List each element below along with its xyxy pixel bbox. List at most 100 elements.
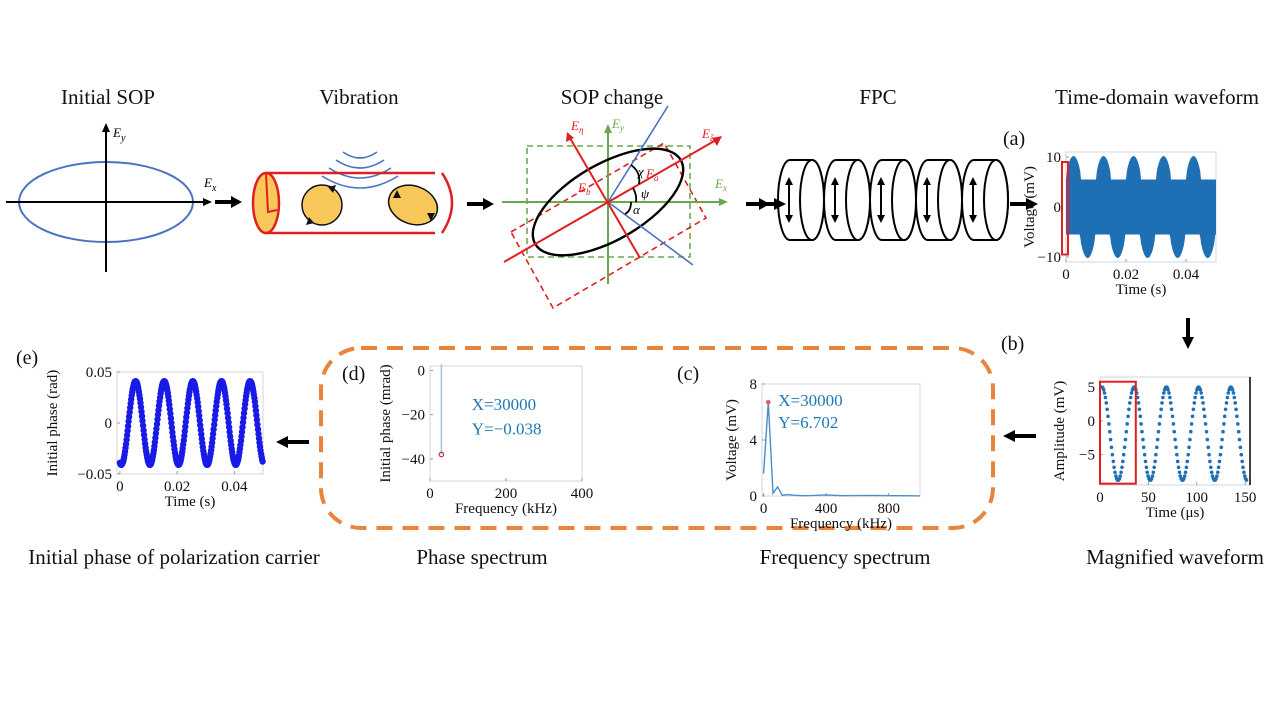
data-point — [1192, 401, 1197, 405]
data-point — [1217, 459, 1222, 464]
data-point — [1161, 395, 1165, 400]
data-point — [1106, 414, 1110, 419]
x-tick-label: 0 — [1096, 490, 1104, 506]
data-point — [210, 426, 217, 433]
data-point — [1105, 407, 1109, 412]
data-point — [239, 424, 246, 431]
fpc-paddle — [869, 159, 917, 241]
x-tick-label: 0.02 — [164, 479, 190, 495]
arrow-head-icon — [877, 215, 885, 223]
data-point — [139, 422, 147, 429]
datatip-x: X=30000 — [472, 395, 536, 414]
data-point — [254, 421, 261, 428]
data-point — [153, 425, 160, 432]
x-tick-label: 400 — [571, 486, 594, 502]
data-point — [1154, 452, 1158, 457]
y-tick-label: 0 — [750, 489, 758, 505]
x-tick-label: 100 — [1186, 490, 1209, 506]
x-tick-label: 800 — [877, 501, 900, 517]
panel-label-a: (a) — [1003, 128, 1026, 150]
highlight-box — [1099, 380, 1137, 485]
arrow-head-icon — [785, 215, 793, 223]
data-point — [1221, 429, 1225, 434]
data-point — [1182, 474, 1187, 478]
y-tick-label: −40 — [402, 452, 425, 468]
data-point — [1125, 422, 1129, 426]
data-point — [1109, 445, 1114, 450]
title-fpc: FPC — [859, 85, 897, 109]
data-point — [1220, 437, 1224, 442]
data-point — [1218, 452, 1223, 457]
data-point — [1143, 459, 1148, 464]
data-point — [1102, 391, 1107, 395]
data-point — [1216, 465, 1221, 470]
data-point — [1149, 477, 1154, 481]
data-point — [1198, 388, 1203, 392]
data-point — [1151, 470, 1156, 475]
data-point — [1136, 401, 1141, 405]
data-point — [1169, 407, 1174, 412]
datatip-marker — [765, 399, 771, 405]
red-dashed-box — [509, 141, 708, 310]
data-point — [1219, 445, 1224, 450]
data-point — [1121, 459, 1125, 464]
title-time-domain: Time-domain waveform — [1055, 85, 1259, 109]
data-point — [1138, 414, 1143, 419]
data-point — [1142, 452, 1147, 457]
paddle-face — [891, 159, 917, 241]
data-point — [1124, 429, 1129, 434]
data-point — [1226, 391, 1230, 395]
data-point — [224, 414, 232, 421]
flow-arrow-icon — [215, 196, 242, 208]
panel-label-c: (c) — [677, 363, 700, 385]
y-tick-label: −10 — [1038, 250, 1061, 266]
data-point — [240, 414, 247, 421]
fpc-paddle — [777, 159, 825, 241]
fiber-tube — [251, 171, 454, 235]
x-axis-label: Frequency (kHz) — [790, 516, 892, 532]
data-point — [1216, 470, 1220, 475]
data-point — [1189, 422, 1194, 426]
x-axis-label: Time (s) — [165, 494, 216, 510]
fpc-paddle — [823, 159, 871, 241]
data-point — [1139, 422, 1143, 426]
data-point — [1201, 401, 1205, 405]
data-point — [1185, 459, 1190, 464]
data-point — [182, 418, 189, 426]
data-point — [1204, 429, 1209, 434]
x-tick-label: 0 — [116, 479, 124, 495]
arrow-head-icon — [831, 215, 839, 223]
data-point — [1177, 470, 1182, 475]
data-point — [1236, 422, 1240, 426]
data-point — [1223, 407, 1228, 412]
title-initial-sop: Initial SOP — [61, 85, 155, 109]
data-point — [1203, 422, 1208, 426]
data-point — [1205, 437, 1210, 442]
data-point — [1194, 391, 1198, 395]
data-point — [1168, 401, 1173, 405]
ey-label: Ey — [611, 116, 624, 133]
y-tick-label: 0 — [105, 416, 113, 432]
caption-initial-phase: Initial phase of polarization carrier — [28, 545, 320, 569]
data-point — [1175, 452, 1179, 457]
eeta-label: Eη — [570, 118, 584, 135]
data-point — [1156, 429, 1161, 434]
y-tick-label: −0.05 — [77, 467, 112, 483]
ex-arrow-icon — [719, 198, 728, 206]
data-point — [1190, 414, 1195, 419]
data-point — [1146, 474, 1150, 478]
panel-label-e: (e) — [16, 347, 39, 369]
flow-arrow-head-icon — [774, 198, 786, 210]
paddle-face — [983, 159, 1009, 241]
data-point — [168, 419, 175, 427]
data-point — [1121, 452, 1126, 457]
data-point — [1118, 474, 1122, 478]
fpc-paddle — [961, 159, 1009, 241]
data-point — [1166, 388, 1170, 392]
y-tick-label: 0 — [1054, 200, 1062, 216]
data-point — [1186, 452, 1190, 457]
spectrum-group-box — [319, 346, 995, 530]
data-point — [1158, 414, 1163, 419]
datatip-y: Y=6.702 — [778, 413, 838, 432]
data-point — [1126, 414, 1130, 419]
